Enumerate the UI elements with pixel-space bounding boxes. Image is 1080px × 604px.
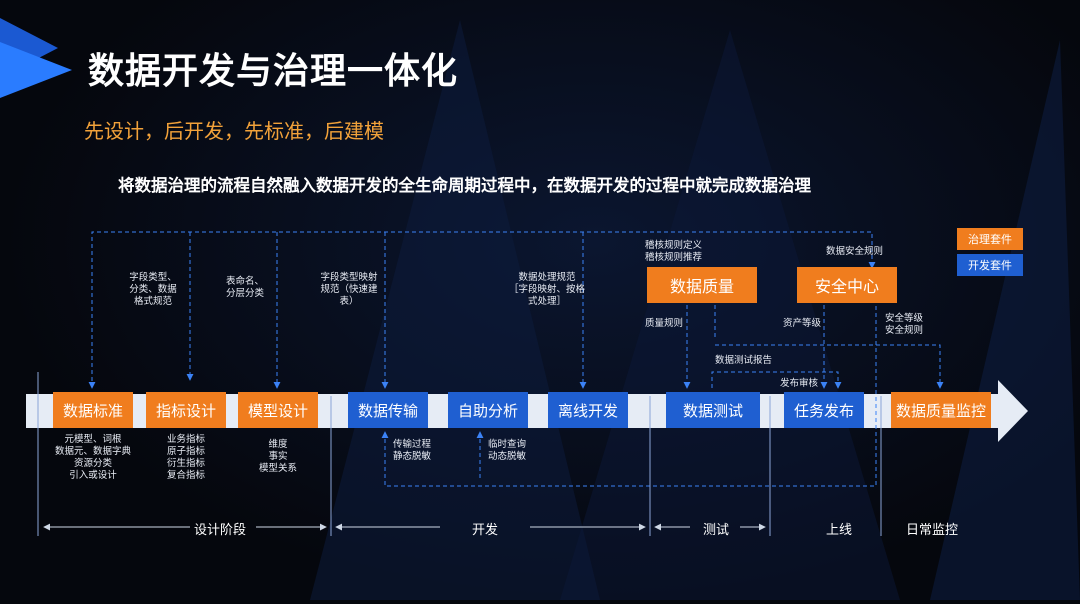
stage-online: 上线 [826,523,853,538]
note-trans-above: 字段类型映射规范（快速建表） [320,272,378,307]
stage-design: 设计阶段 [194,523,247,538]
page-title: 数据开发与治理一体化 [88,51,459,92]
step-task-publish[interactable]: 任务发布 [784,392,864,428]
page-description: 将数据治理的流程自然融入数据开发的全生命周期过程中，在数据开发的过程中就完成数据… [118,176,811,195]
legend-governance: 治理套件 [957,228,1023,250]
note-ind-above: 字段类型、分类、数据格式规范 [129,272,177,307]
stage-testing: 测试 [703,523,730,538]
step-model-design[interactable]: 模型设计 [238,392,318,428]
box-security-center[interactable]: 安全中心 [797,267,897,303]
bg-triangle-3 [930,40,1080,600]
step-quality-monitor[interactable]: 数据质量监控 [891,392,991,428]
note-security-rule: 数据安全规则 [826,246,884,257]
stage-daily-monitor: 日常监控 [906,523,959,538]
note-ind-below: 业务指标原子指标衍生指标复合指标 [166,434,205,481]
note-publish-review: 发布审核 [780,378,819,389]
note-std-below: 元模型、词根数据元、数据字典资源分类引入或设计 [54,434,131,481]
box-data-quality[interactable]: 数据质量 [647,267,757,303]
corner-triangle-front [0,42,72,98]
note-quality-rule: 质量规则 [645,318,684,329]
step-data-test[interactable]: 数据测试 [666,392,760,428]
note-security-level: 安全等级安全规则 [885,313,924,336]
note-off-above: 数据处理规范［字段映射、按格式处理］ [508,272,585,307]
note-mdl-below: 维度事实模型关系 [258,439,297,474]
step-self-analysis[interactable]: 自助分析 [448,392,528,428]
step-data-standard[interactable]: 数据标准 [53,392,133,428]
note-trans-below: 传输过程静态脱敏 [393,439,432,462]
page-subtitle: 先设计，后开发，先标准，后建模 [84,119,384,143]
step-data-transfer[interactable]: 数据传输 [348,392,428,428]
note-test-report: 数据测试报告 [715,355,773,366]
note-anal-below: 临时查询动态脱敏 [488,439,527,462]
note-quality-above: 稽核规则定义稽核规则推荐 [645,240,703,263]
note-mdl-above: 表命名、分层分类 [225,276,264,299]
step-indicator-design[interactable]: 指标设计 [146,392,226,428]
stage-development: 开发 [472,523,499,538]
legend-development: 开发套件 [957,254,1023,276]
step-offline-dev[interactable]: 离线开发 [548,392,628,428]
note-asset-level: 资产等级 [783,318,822,329]
